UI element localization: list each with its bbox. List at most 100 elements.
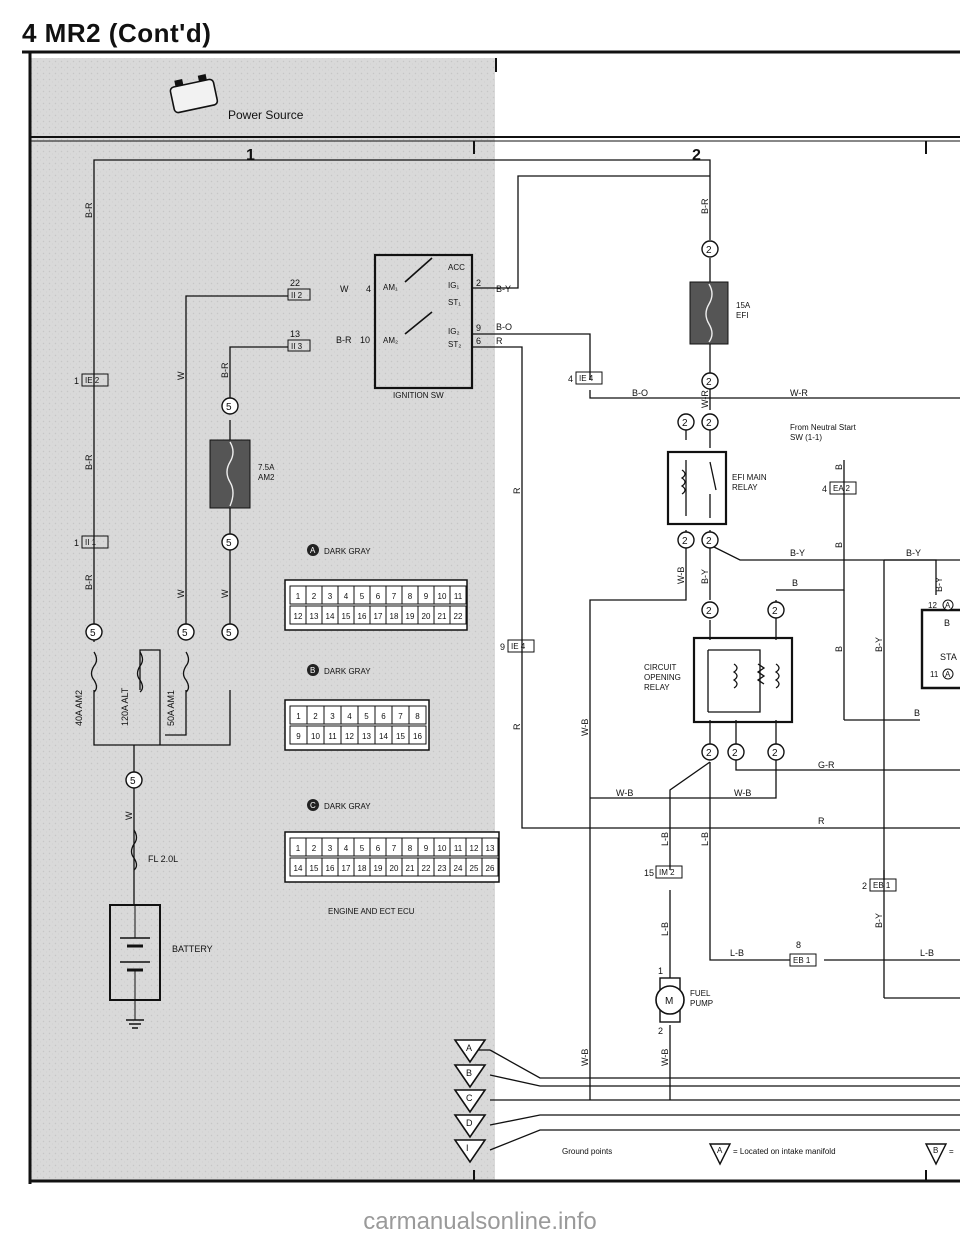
ecu-pin-number: 11 [328, 732, 337, 741]
ecu-pin-number: 17 [374, 612, 383, 621]
connectors: 1 IE 2 1 II 1 4 IE 4 9 IE 4 4 EA 2 15 IM… [74, 371, 897, 967]
ecu-pin-number: 15 [310, 864, 319, 873]
wire-label-by: B-Y [700, 569, 710, 584]
fuse-efi-body [689, 281, 729, 345]
ecu-pin-number: 9 [424, 592, 429, 601]
ecu-pin-number: 3 [330, 712, 335, 721]
ecu-pin-number: 19 [406, 612, 415, 621]
wire-label-w: W [176, 589, 186, 598]
connector-ii1: II 1 [85, 538, 97, 547]
junction-2: 2 [682, 536, 688, 547]
wire-label-bo: B-O [496, 322, 512, 332]
junction-2: 2 [706, 245, 712, 256]
ecu-connector-a-label: DARK GRAY [324, 547, 371, 556]
ecu-pin-number: 7 [392, 844, 397, 853]
ecu-connector-b-letter: B [310, 666, 315, 675]
wire-labels: B-R B-R B-R B-R B-R B-R W W W W W B-Y B-… [84, 198, 944, 1066]
wire-label-wb: W-B [660, 1049, 670, 1066]
ecu-pin-cell [449, 605, 467, 625]
efi-main-relay-label-2: RELAY [732, 483, 758, 492]
ecu-sta-pin-12: 12 [928, 601, 937, 610]
ecu-pin-number: 7 [392, 592, 397, 601]
wire-label-lb: L-B [920, 948, 934, 958]
neutral-start-label-1: From Neutral Start [790, 423, 857, 432]
column-1-label: 1 [246, 147, 255, 164]
ecu-pin-number: 14 [294, 864, 303, 873]
ecu-pin-cell [408, 725, 427, 745]
wire-label-wb: W-B [580, 719, 590, 736]
junction-2: 2 [706, 748, 712, 759]
wire-label-lb: L-B [660, 922, 670, 936]
ecu-pin-number: 25 [470, 864, 479, 873]
ecu-pin-number: 13 [362, 732, 371, 741]
connector-im2-num: 15 [644, 868, 654, 878]
fuses: 15A EFI 7.5A AM2 40A AM2 120A ALT 50A AM… [74, 281, 751, 871]
ecu-pin-number: 11 [454, 844, 463, 853]
column-2-label: 2 [692, 147, 701, 164]
ecu-pin-cell [481, 857, 499, 877]
wire-label-r: R [512, 723, 522, 730]
wire-label-by: B-Y [496, 284, 511, 294]
wire-label-w: W [340, 284, 349, 294]
fuse-efi-label: EFI [736, 311, 748, 320]
ecu-pin-cell [481, 837, 499, 857]
wire-label-w: W [176, 371, 186, 380]
ecu-pin-number: 21 [438, 612, 447, 621]
ecu-pin-number: 13 [486, 844, 495, 853]
ecu-pin-number: 5 [364, 712, 369, 721]
ecu-pin-number: 15 [342, 612, 351, 621]
ecu-pin-number: 12 [294, 612, 303, 621]
ig-pin-2: 2 [476, 278, 481, 288]
wire-label-wb: W-B [734, 788, 751, 798]
ecu-pin-number: 8 [408, 592, 413, 601]
ecu-pin-number: 2 [313, 712, 318, 721]
ground-point-letter: A [466, 1043, 472, 1053]
junctions: 5 5 5 5 5 5 2 2 2 2 2 2 2 2 2 2 2 [85, 240, 785, 789]
wire-label-bo: B-O [632, 388, 648, 398]
connector-num-22: 22 [290, 278, 300, 288]
wire-label-b: B [834, 646, 844, 652]
ecu-connector-c-label: DARK GRAY [324, 802, 371, 811]
connector-ea2-num: 4 [822, 484, 827, 494]
fusible-link-50a-am1: 50A AM1 [166, 690, 176, 726]
fuel-pump-label-1: FUEL [690, 989, 711, 998]
wire-label-wb: W-B [580, 1049, 590, 1066]
circuit-opening-relay: CIRCUIT OPENING RELAY [644, 636, 794, 724]
ecu-pin-number: 15 [396, 732, 405, 741]
wire-label-b: B [792, 578, 798, 588]
ecu-pin-number: 20 [422, 612, 431, 621]
wire-label-w: W [124, 811, 134, 820]
ecu-pin-number: 26 [486, 864, 495, 873]
wire-label-b: B [944, 618, 950, 628]
connector-eb1a-num: 2 [862, 881, 867, 891]
ig-terminal-st2: ST₂ [448, 340, 461, 349]
ecu-pin-number: 6 [376, 592, 381, 601]
wire-label-br: B-R [220, 362, 230, 378]
junction-2: 2 [706, 377, 712, 388]
junction-2: 2 [706, 606, 712, 617]
wire-label-by: B-Y [874, 913, 884, 928]
fuse-am2-rating: 7.5A [258, 463, 275, 472]
junction-2: 2 [732, 748, 738, 759]
connector-num-13: 13 [290, 329, 300, 339]
connector-ii2: II 2 [291, 291, 303, 300]
ecu-pin-number: 1 [296, 592, 301, 601]
ecu-pin-number: 14 [379, 732, 388, 741]
wire-label-br: B-R [84, 574, 94, 590]
ecu-pin-number: 14 [326, 612, 335, 621]
wires [93, 159, 960, 1151]
connector-ie4b-num: 9 [500, 642, 505, 652]
ecu-connector-c-letter: C [310, 801, 316, 810]
fuse-am2-label: AM2 [258, 473, 275, 482]
ecu-pin-number: 10 [438, 592, 447, 601]
ecu-pin-number: 16 [413, 732, 422, 741]
wire-label-r: R [512, 487, 522, 494]
wire-label-lb: L-B [730, 948, 744, 958]
ecu-sta-letter: A [945, 670, 951, 679]
wire-label-wr: W-R [700, 390, 710, 408]
ig-terminal-ig2: IG₂ [448, 327, 460, 336]
